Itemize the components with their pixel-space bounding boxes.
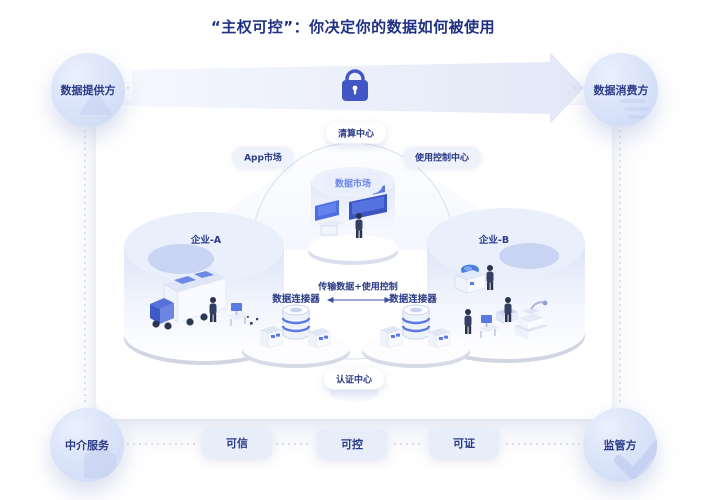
data-connector-right-label: 数据连接器	[389, 294, 437, 305]
data-connector-left-label: 数据连接器	[272, 294, 320, 305]
transfer-arrow	[327, 297, 391, 303]
intermediary-watermark-icon	[84, 444, 116, 478]
consumer-watermark-icon	[620, 99, 654, 119]
lock-icon	[342, 69, 368, 101]
enterprise-a-platform	[124, 212, 284, 365]
provider-watermark-icon	[79, 87, 113, 115]
node-data-market: 数据市场	[322, 172, 384, 194]
badge-controllable: 可控	[317, 429, 387, 459]
data-market-illustration	[315, 185, 387, 238]
enterprise-a-scatter	[247, 316, 259, 325]
node-auth-center: 认证中心	[323, 368, 385, 390]
node-intermediary-service-label: 中介服务	[65, 439, 109, 452]
node-usage-control-center: 使用控制中心	[402, 146, 482, 168]
transfer-label: 传输数据+使用控制	[318, 282, 398, 293]
enterprise-b-label: 企业-B	[478, 235, 510, 246]
node-clearing-center: 清算中心	[325, 122, 387, 144]
node-regulator-label: 监管方	[603, 439, 637, 452]
node-data-provider-label: 数据提供方	[60, 84, 116, 97]
node-regulator: 监管方	[583, 408, 657, 482]
node-data-consumer: 数据消费方	[584, 53, 658, 127]
node-app-market: App市场	[232, 146, 294, 168]
check-icon	[614, 439, 657, 479]
node-intermediary-service: 中介服务	[50, 408, 124, 482]
badge-trusted: 可信	[202, 428, 272, 458]
page-title: “主权可控”：你决定你的数据如何被使用	[210, 18, 496, 36]
node-data-provider: 数据提供方	[51, 53, 125, 127]
node-data-consumer-label: 数据消费方	[593, 84, 649, 97]
badge-certifiable: 可证	[429, 428, 499, 458]
enterprise-a-label: 企业-A	[190, 235, 222, 246]
machine-illustration	[454, 264, 486, 294]
